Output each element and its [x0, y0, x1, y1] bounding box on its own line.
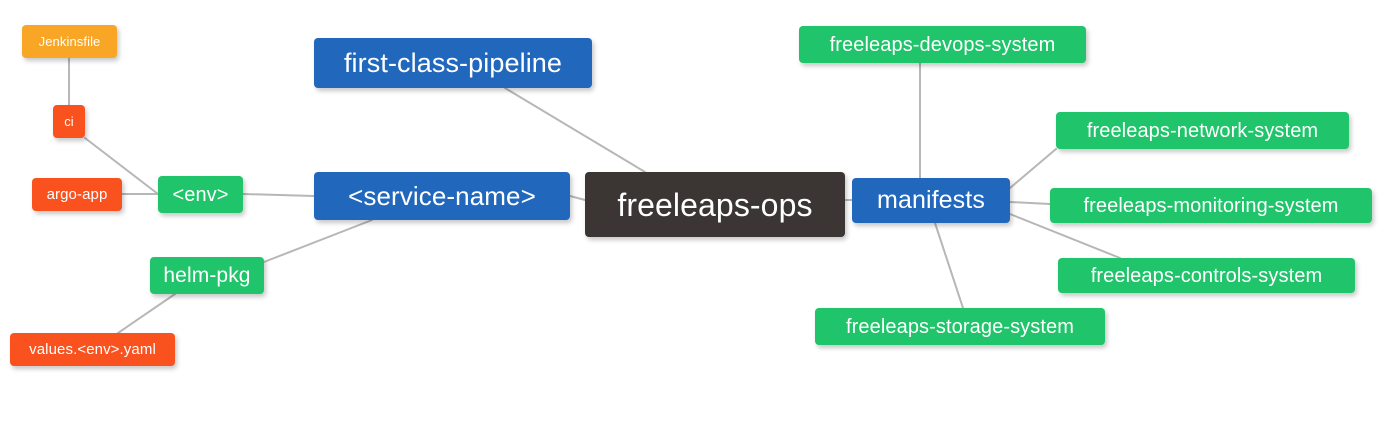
node-label-values-yaml: values.<env>.yaml	[29, 341, 156, 358]
node-label-manifests: manifests	[877, 186, 985, 214]
node-label-env: <env>	[172, 183, 229, 206]
node-first-class-pipeline[interactable]: first-class-pipeline	[314, 38, 592, 88]
node-freeleaps-ops[interactable]: freeleaps-ops	[585, 172, 845, 237]
node-label-network-system: freeleaps-network-system	[1086, 119, 1319, 142]
node-label-monitoring-system: freeleaps-monitoring-system	[1083, 194, 1339, 217]
node-label-devops-system: freeleaps-devops-system	[829, 33, 1056, 56]
edge-manifests-to-network-system	[1009, 148, 1057, 189]
edge-manifests-to-storage-system	[934, 222, 964, 309]
node-label-first-class-pipeline: first-class-pipeline	[343, 47, 563, 78]
edge-helm-pkg-to-service-name	[263, 219, 373, 263]
edge-first-class-pipeline-to-freeleaps-ops	[504, 87, 646, 173]
edge-service-name-to-freeleaps-ops	[569, 195, 586, 201]
node-label-argo-app: argo-app	[46, 186, 108, 203]
node-service-name[interactable]: <service-name>	[314, 172, 570, 220]
node-label-ci: ci	[64, 114, 74, 129]
node-manifests[interactable]: manifests	[852, 178, 1010, 223]
edge-manifests-to-monitoring-system	[1009, 201, 1051, 205]
edge-values-yaml-to-helm-pkg	[117, 293, 176, 334]
node-label-storage-system: freeleaps-storage-system	[845, 315, 1075, 338]
node-label-controls-system: freeleaps-controls-system	[1090, 264, 1323, 287]
node-label-jenkinsfile: Jenkinsfile	[38, 34, 101, 49]
node-monitoring-system[interactable]: freeleaps-monitoring-system	[1050, 188, 1372, 223]
node-argo-app[interactable]: argo-app	[32, 178, 122, 211]
node-helm-pkg[interactable]: helm-pkg	[150, 257, 264, 294]
edge-env-to-service-name	[242, 193, 315, 197]
node-label-service-name: <service-name>	[348, 181, 536, 211]
node-env[interactable]: <env>	[158, 176, 243, 213]
node-ci[interactable]: ci	[53, 105, 85, 138]
node-jenkinsfile[interactable]: Jenkinsfile	[22, 25, 117, 58]
node-network-system[interactable]: freeleaps-network-system	[1056, 112, 1349, 149]
node-values-yaml[interactable]: values.<env>.yaml	[10, 333, 175, 366]
node-controls-system[interactable]: freeleaps-controls-system	[1058, 258, 1355, 293]
node-label-helm-pkg: helm-pkg	[163, 264, 251, 287]
node-label-freeleaps-ops: freeleaps-ops	[617, 186, 813, 223]
node-devops-system[interactable]: freeleaps-devops-system	[799, 26, 1086, 63]
node-storage-system[interactable]: freeleaps-storage-system	[815, 308, 1105, 345]
